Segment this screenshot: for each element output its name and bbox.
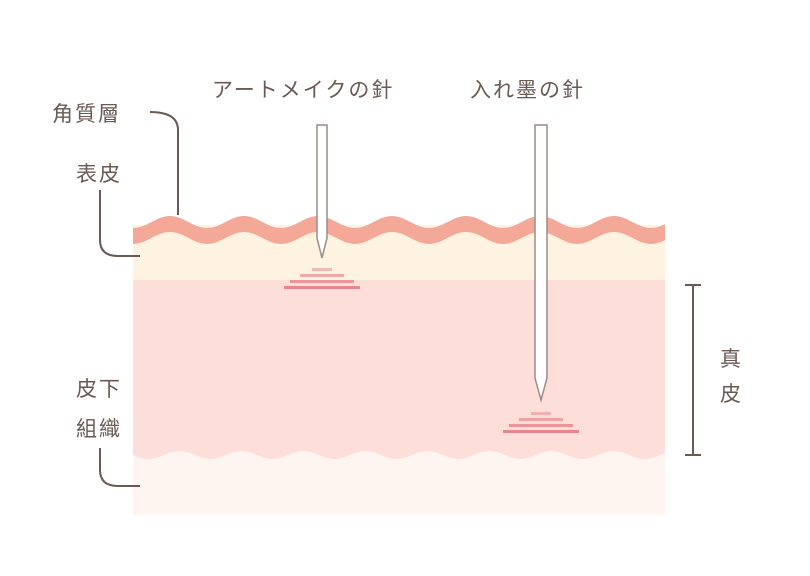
tattoo-needle-label: 入れ墨の針 [470, 78, 585, 102]
dermis-layer [133, 280, 665, 459]
dermis-label-1: 真 [720, 347, 743, 371]
ink-stroke [509, 424, 573, 427]
artmake-ink-deposit [284, 268, 360, 289]
subcutaneous-label-2: 組織 [76, 417, 122, 441]
stratum-corneum-layer [133, 216, 665, 244]
ink-stroke [290, 280, 354, 283]
epidermis-leader [99, 190, 140, 257]
ink-stroke [284, 286, 360, 289]
tattoo-ink-deposit [503, 412, 579, 433]
ink-stroke [519, 418, 563, 421]
artmake-needle [316, 124, 328, 259]
corneum-leader [149, 111, 179, 215]
stratum-corneum-label: 角質層 [52, 102, 121, 126]
dermis-label-2: 皮 [720, 382, 743, 406]
artmake-needle-label: アートメイクの針 [212, 78, 395, 102]
epidermis-label: 表皮 [76, 162, 122, 186]
ink-stroke [531, 412, 551, 415]
ink-stroke [503, 430, 579, 433]
dermis-bracket [685, 284, 701, 456]
subcutaneous-label-1: 皮下 [76, 377, 122, 401]
ink-stroke [312, 268, 332, 271]
subcutaneous-leader [99, 448, 140, 487]
leader-lines [99, 111, 701, 487]
tattoo-needle [534, 124, 548, 403]
ink-stroke [300, 274, 344, 277]
